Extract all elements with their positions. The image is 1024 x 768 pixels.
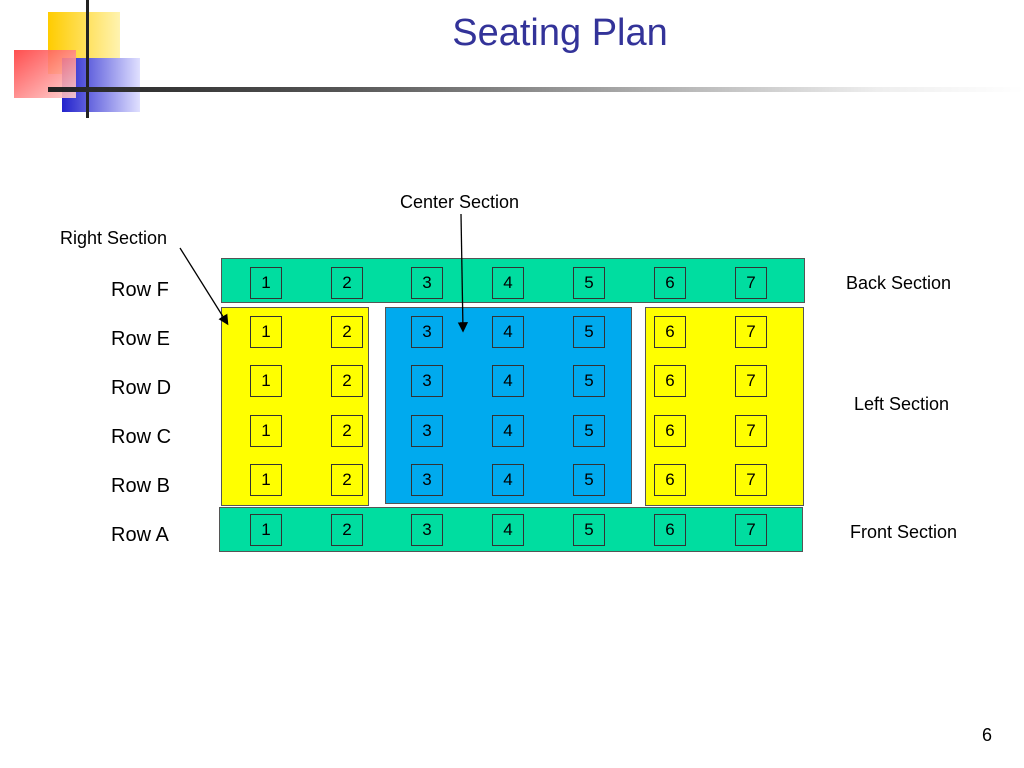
seat-row-a-4: 4 bbox=[492, 514, 524, 546]
row-label-c: Row C bbox=[111, 426, 172, 448]
center-section-label: Center Section bbox=[400, 192, 520, 212]
seat-row-c-6: 6 bbox=[654, 415, 686, 447]
seat-row-e-6: 6 bbox=[654, 316, 686, 348]
seat-row-f-5: 5 bbox=[573, 267, 605, 299]
seat-row-d-5: 5 bbox=[573, 365, 605, 397]
decorative-vertical-rule bbox=[86, 0, 89, 118]
seat-row-e-4: 4 bbox=[492, 316, 524, 348]
seat-row-b-2: 2 bbox=[331, 464, 363, 496]
seat-row-c-5: 5 bbox=[573, 415, 605, 447]
center-section-block bbox=[385, 307, 632, 504]
page-number: 6 bbox=[981, 725, 992, 745]
seat-row-a-1: 1 bbox=[250, 514, 282, 546]
seat-row-a-7: 7 bbox=[735, 514, 767, 546]
seat-row-f-3: 3 bbox=[411, 267, 443, 299]
seat-row-e-5: 5 bbox=[573, 316, 605, 348]
seat-row-f-2: 2 bbox=[331, 267, 363, 299]
row-label-b: Row B bbox=[111, 475, 170, 497]
seat-row-d-4: 4 bbox=[492, 365, 524, 397]
seat-row-d-3: 3 bbox=[411, 365, 443, 397]
back-section-label: Back Section bbox=[846, 273, 952, 293]
left-section-label: Left Section bbox=[854, 394, 950, 414]
seat-row-d-7: 7 bbox=[735, 365, 767, 397]
seat-row-b-4: 4 bbox=[492, 464, 524, 496]
row-label-f: Row F bbox=[111, 279, 169, 301]
seat-row-f-7: 7 bbox=[735, 267, 767, 299]
seat-row-c-2: 2 bbox=[331, 415, 363, 447]
seat-row-d-2: 2 bbox=[331, 365, 363, 397]
seat-row-c-3: 3 bbox=[411, 415, 443, 447]
right-section-arrow bbox=[179, 247, 229, 326]
seat-row-a-5: 5 bbox=[573, 514, 605, 546]
seat-row-b-5: 5 bbox=[573, 464, 605, 496]
seat-row-b-3: 3 bbox=[411, 464, 443, 496]
seat-row-f-4: 4 bbox=[492, 267, 524, 299]
seat-row-b-6: 6 bbox=[654, 464, 686, 496]
seat-row-c-4: 4 bbox=[492, 415, 524, 447]
seat-row-e-3: 3 bbox=[411, 316, 443, 348]
seat-row-d-1: 1 bbox=[250, 365, 282, 397]
decorative-horizontal-rule bbox=[48, 87, 1024, 92]
seat-row-e-2: 2 bbox=[331, 316, 363, 348]
seat-row-b-7: 7 bbox=[735, 464, 767, 496]
seat-row-a-2: 2 bbox=[331, 514, 363, 546]
seat-row-a-6: 6 bbox=[654, 514, 686, 546]
decorative-logo bbox=[14, 12, 140, 112]
seat-row-a-3: 3 bbox=[411, 514, 443, 546]
row-label-d: Row D bbox=[111, 377, 172, 399]
seat-row-f-6: 6 bbox=[654, 267, 686, 299]
seat-row-e-1: 1 bbox=[250, 316, 282, 348]
right-section-label: Right Section bbox=[60, 228, 168, 248]
seat-row-d-6: 6 bbox=[654, 365, 686, 397]
seat-row-c-1: 1 bbox=[250, 415, 282, 447]
seat-row-e-7: 7 bbox=[735, 316, 767, 348]
row-label-e: Row E bbox=[111, 328, 170, 350]
back-section-block bbox=[221, 258, 805, 303]
seat-row-c-7: 7 bbox=[735, 415, 767, 447]
seat-row-b-1: 1 bbox=[250, 464, 282, 496]
front-section-label: Front Section bbox=[850, 522, 958, 542]
seat-row-f-1: 1 bbox=[250, 267, 282, 299]
left-section-block bbox=[645, 307, 804, 506]
slide-title: Seating Plan bbox=[452, 12, 668, 54]
right-section-block bbox=[221, 307, 369, 506]
row-label-a: Row A bbox=[111, 524, 169, 546]
